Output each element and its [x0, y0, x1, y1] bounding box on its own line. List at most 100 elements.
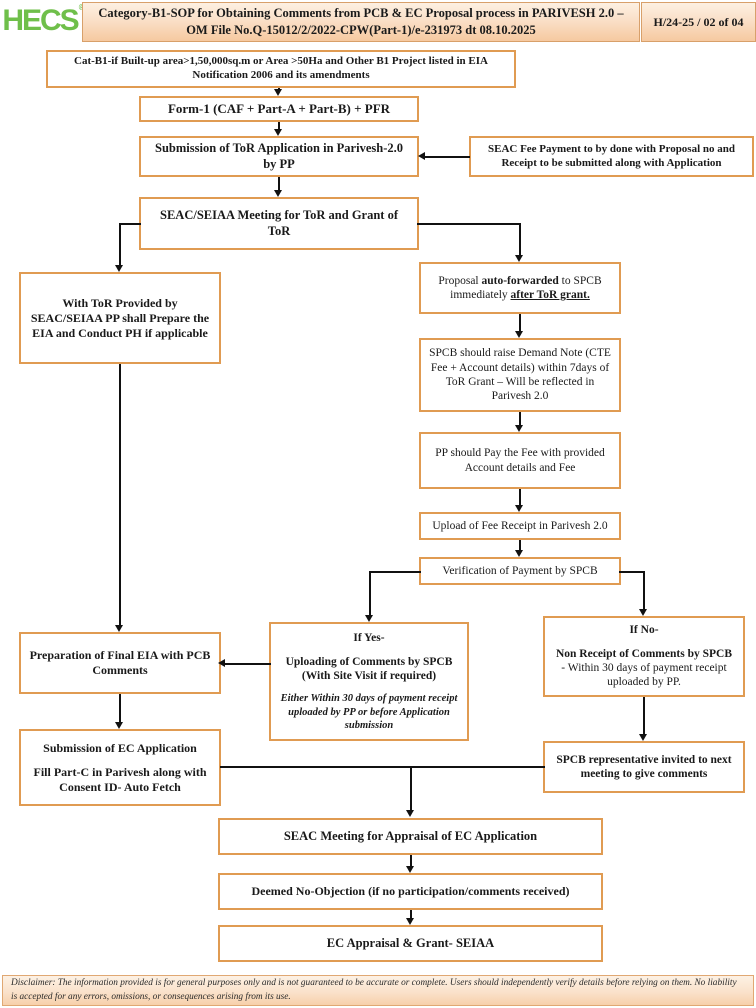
arrow-merge-seacappraisal: [406, 810, 414, 817]
logo-wordmark: HECS®: [2, 4, 84, 37]
node-seac-fee-payment-text: SEAC Fee Payment to by done with Proposa…: [487, 142, 735, 169]
node-demand-note[interactable]: SPCB should raise Demand Note (CTE Fee +…: [419, 338, 621, 412]
connector-pppay-upload: [519, 489, 521, 505]
connector-ifno-spcbrep: [643, 697, 645, 734]
node-ec-appraisal-grant-text: EC Appraisal & Grant- SEIAA: [326, 935, 495, 950]
node-ec-submission[interactable]: Submission of EC Application Fill Part-C…: [19, 729, 221, 806]
page-title-text: Category-B1-SOP for Obtaining Comments f…: [98, 6, 624, 37]
connector-seacfee-tor: [424, 156, 470, 158]
connector-verification-right-h: [619, 571, 645, 573]
connector-form1-tor: [278, 122, 280, 129]
connector-seacmeeting-left-h: [119, 223, 141, 225]
connector-ifyes-finaleia: [224, 663, 271, 665]
node-if-yes-main: Uploading of Comments by SPCB (With Site…: [285, 655, 453, 682]
node-upload-fee-receipt-text: Upload of Fee Receipt in Parivesh 2.0: [432, 519, 608, 532]
node-cat-b1[interactable]: Cat-B1-if Built-up area>1,50,000sq.m or …: [46, 50, 516, 88]
node-ec-submission-line1: Submission of EC Application: [43, 740, 197, 755]
node-ec-submission-line2: Fill Part-C in Parivesh along with Conse…: [33, 764, 207, 794]
node-if-no-label: If No-: [629, 624, 659, 637]
arrow-form1-tor: [274, 129, 282, 136]
connector-upload-verification: [519, 540, 521, 550]
connector-seacappraisal-deemed: [410, 855, 412, 866]
spacer: [278, 646, 460, 655]
node-if-no[interactable]: If No- Non Receipt of Comments by SPCB -…: [543, 616, 745, 697]
node-if-yes-label: If Yes-: [353, 632, 385, 645]
arrow-upload-verification: [515, 550, 523, 557]
node-seac-seiaa-meeting[interactable]: SEAC/SEIAA Meeting for ToR and Grant of …: [139, 197, 419, 250]
node-upload-fee-receipt[interactable]: Upload of Fee Receipt in Parivesh 2.0: [419, 512, 621, 540]
node-with-tor-provided[interactable]: With ToR Provided by SEAC/SEIAA PP shall…: [19, 272, 221, 364]
arrow-seacfee-tor: [418, 152, 425, 160]
connector-seacmeeting-right-v: [519, 223, 521, 255]
node-ec-appraisal-grant[interactable]: EC Appraisal & Grant- SEIAA: [218, 925, 603, 962]
node-auto-forwarded[interactable]: Proposal auto-forwarded to SPCB immediat…: [419, 262, 621, 314]
node-seac-seiaa-meeting-text: SEAC/SEIAA Meeting for ToR and Grant of …: [160, 207, 398, 238]
connector-autofwd-demandnote: [519, 314, 521, 331]
node-form-1-text: Form-1 (CAF + Part-A + Part-B) + PFR: [167, 100, 391, 116]
connector-seacmeeting-left-v: [119, 223, 121, 265]
node-if-yes-note: Either Within 30 days of payment receipt…: [280, 693, 458, 731]
arrow-pppay-upload: [515, 505, 523, 512]
auto-fwd-part-3: to SPCB immediately: [450, 274, 602, 301]
arrow-finaleia-ecsubmission: [115, 722, 123, 729]
node-verification-of-payment-text: Verification of Payment by SPCB: [442, 564, 598, 577]
arrow-autofwd-demandnote: [515, 331, 523, 338]
page-header: HECS® Category-B1-SOP for Obtaining Comm…: [0, 0, 756, 42]
spacer: [28, 756, 212, 765]
node-spcb-representative-text: SPCB representative invited to next meet…: [556, 753, 732, 780]
node-if-yes[interactable]: If Yes- Uploading of Comments by SPCB (W…: [269, 622, 469, 741]
node-cat-b1-text: Cat-B1-if Built-up area>1,50,000sq.m or …: [74, 55, 488, 81]
node-deemed-no-objection[interactable]: Deemed No-Objection (if no participation…: [218, 873, 603, 910]
node-pp-pay-fee[interactable]: PP should Pay the Fee with provided Acco…: [419, 432, 621, 489]
node-form-1[interactable]: Form-1 (CAF + Part-A + Part-B) + PFR: [139, 96, 419, 122]
node-demand-note-text: SPCB should raise Demand Note (CTE Fee +…: [429, 347, 611, 403]
auto-fwd-part-4: after ToR grant.: [510, 289, 590, 301]
node-seac-appraisal[interactable]: SEAC Meeting for Appraisal of EC Applica…: [218, 818, 603, 855]
connector-verification-left-v: [369, 571, 371, 615]
page-reference-text: H/24-25 / 02 of 04: [653, 14, 744, 29]
connector-verification-right-v: [643, 571, 645, 609]
auto-fwd-part-2: auto-forwarded: [481, 274, 559, 287]
hecs-logo: HECS®: [0, 0, 85, 42]
node-final-eia[interactable]: Preparation of Final EIA with PCB Commen…: [19, 632, 221, 694]
arrow-deemed-ecgrant: [406, 918, 414, 925]
connector-finaleia-ecsubmission: [119, 694, 121, 722]
arrow-seacmeeting-autofwd: [515, 255, 523, 262]
node-tor-submission[interactable]: Submission of ToR Application in Parives…: [139, 136, 419, 177]
connector-withtor-finaleia: [119, 364, 121, 626]
node-if-no-note: - Within 30 days of payment receipt uplo…: [561, 662, 727, 689]
node-final-eia-text: Preparation of Final EIA with PCB Commen…: [29, 648, 211, 677]
connector-deemed-ecgrant: [410, 910, 412, 918]
page-reference: H/24-25 / 02 of 04: [641, 2, 756, 42]
logo-label: HECS: [2, 4, 79, 37]
node-seac-fee-payment[interactable]: SEAC Fee Payment to by done with Proposa…: [469, 136, 754, 177]
connector-tor-seacmeeting: [278, 177, 280, 190]
disclaimer-text: Disclaimer: The information provided is …: [11, 978, 737, 1002]
arrow-seacappraisal-deemed: [406, 866, 414, 873]
arrow-catb1-form1: [274, 89, 282, 96]
node-spcb-representative[interactable]: SPCB representative invited to next meet…: [543, 741, 745, 793]
connector-merge-horizontal: [220, 766, 545, 768]
registered-trademark-icon: ®: [79, 4, 85, 12]
connector-verification-left-h: [369, 571, 421, 573]
arrow-ifyes-finaleia: [218, 659, 225, 667]
arrow-ifno-spcbrep: [639, 734, 647, 741]
node-with-tor-provided-text: With ToR Provided by SEAC/SEIAA PP shall…: [30, 295, 210, 340]
node-tor-submission-text: Submission of ToR Application in Parives…: [155, 140, 403, 171]
node-if-no-main: Non Receipt of Comments by SPCB: [555, 647, 732, 660]
arrow-verification-ifno: [639, 609, 647, 616]
connector-seacmeeting-right-h: [417, 223, 521, 225]
node-pp-pay-fee-text: PP should Pay the Fee with provided Acco…: [435, 447, 605, 474]
arrow-tor-seacmeeting: [274, 190, 282, 197]
connector-merge-vertical: [410, 766, 412, 810]
node-auto-forwarded-text: Proposal auto-forwarded to SPCB immediat…: [428, 274, 612, 303]
arrow-withtor-finaleia: [115, 625, 123, 632]
spacer: [552, 638, 736, 647]
arrow-demandnote-pppay: [515, 425, 523, 432]
connector-demandnote-pppay: [519, 412, 521, 425]
arrow-verification-ifyes: [365, 615, 373, 622]
spacer: [278, 683, 460, 692]
auto-fwd-part-1: Proposal: [438, 274, 482, 287]
node-verification-of-payment[interactable]: Verification of Payment by SPCB: [419, 557, 621, 585]
